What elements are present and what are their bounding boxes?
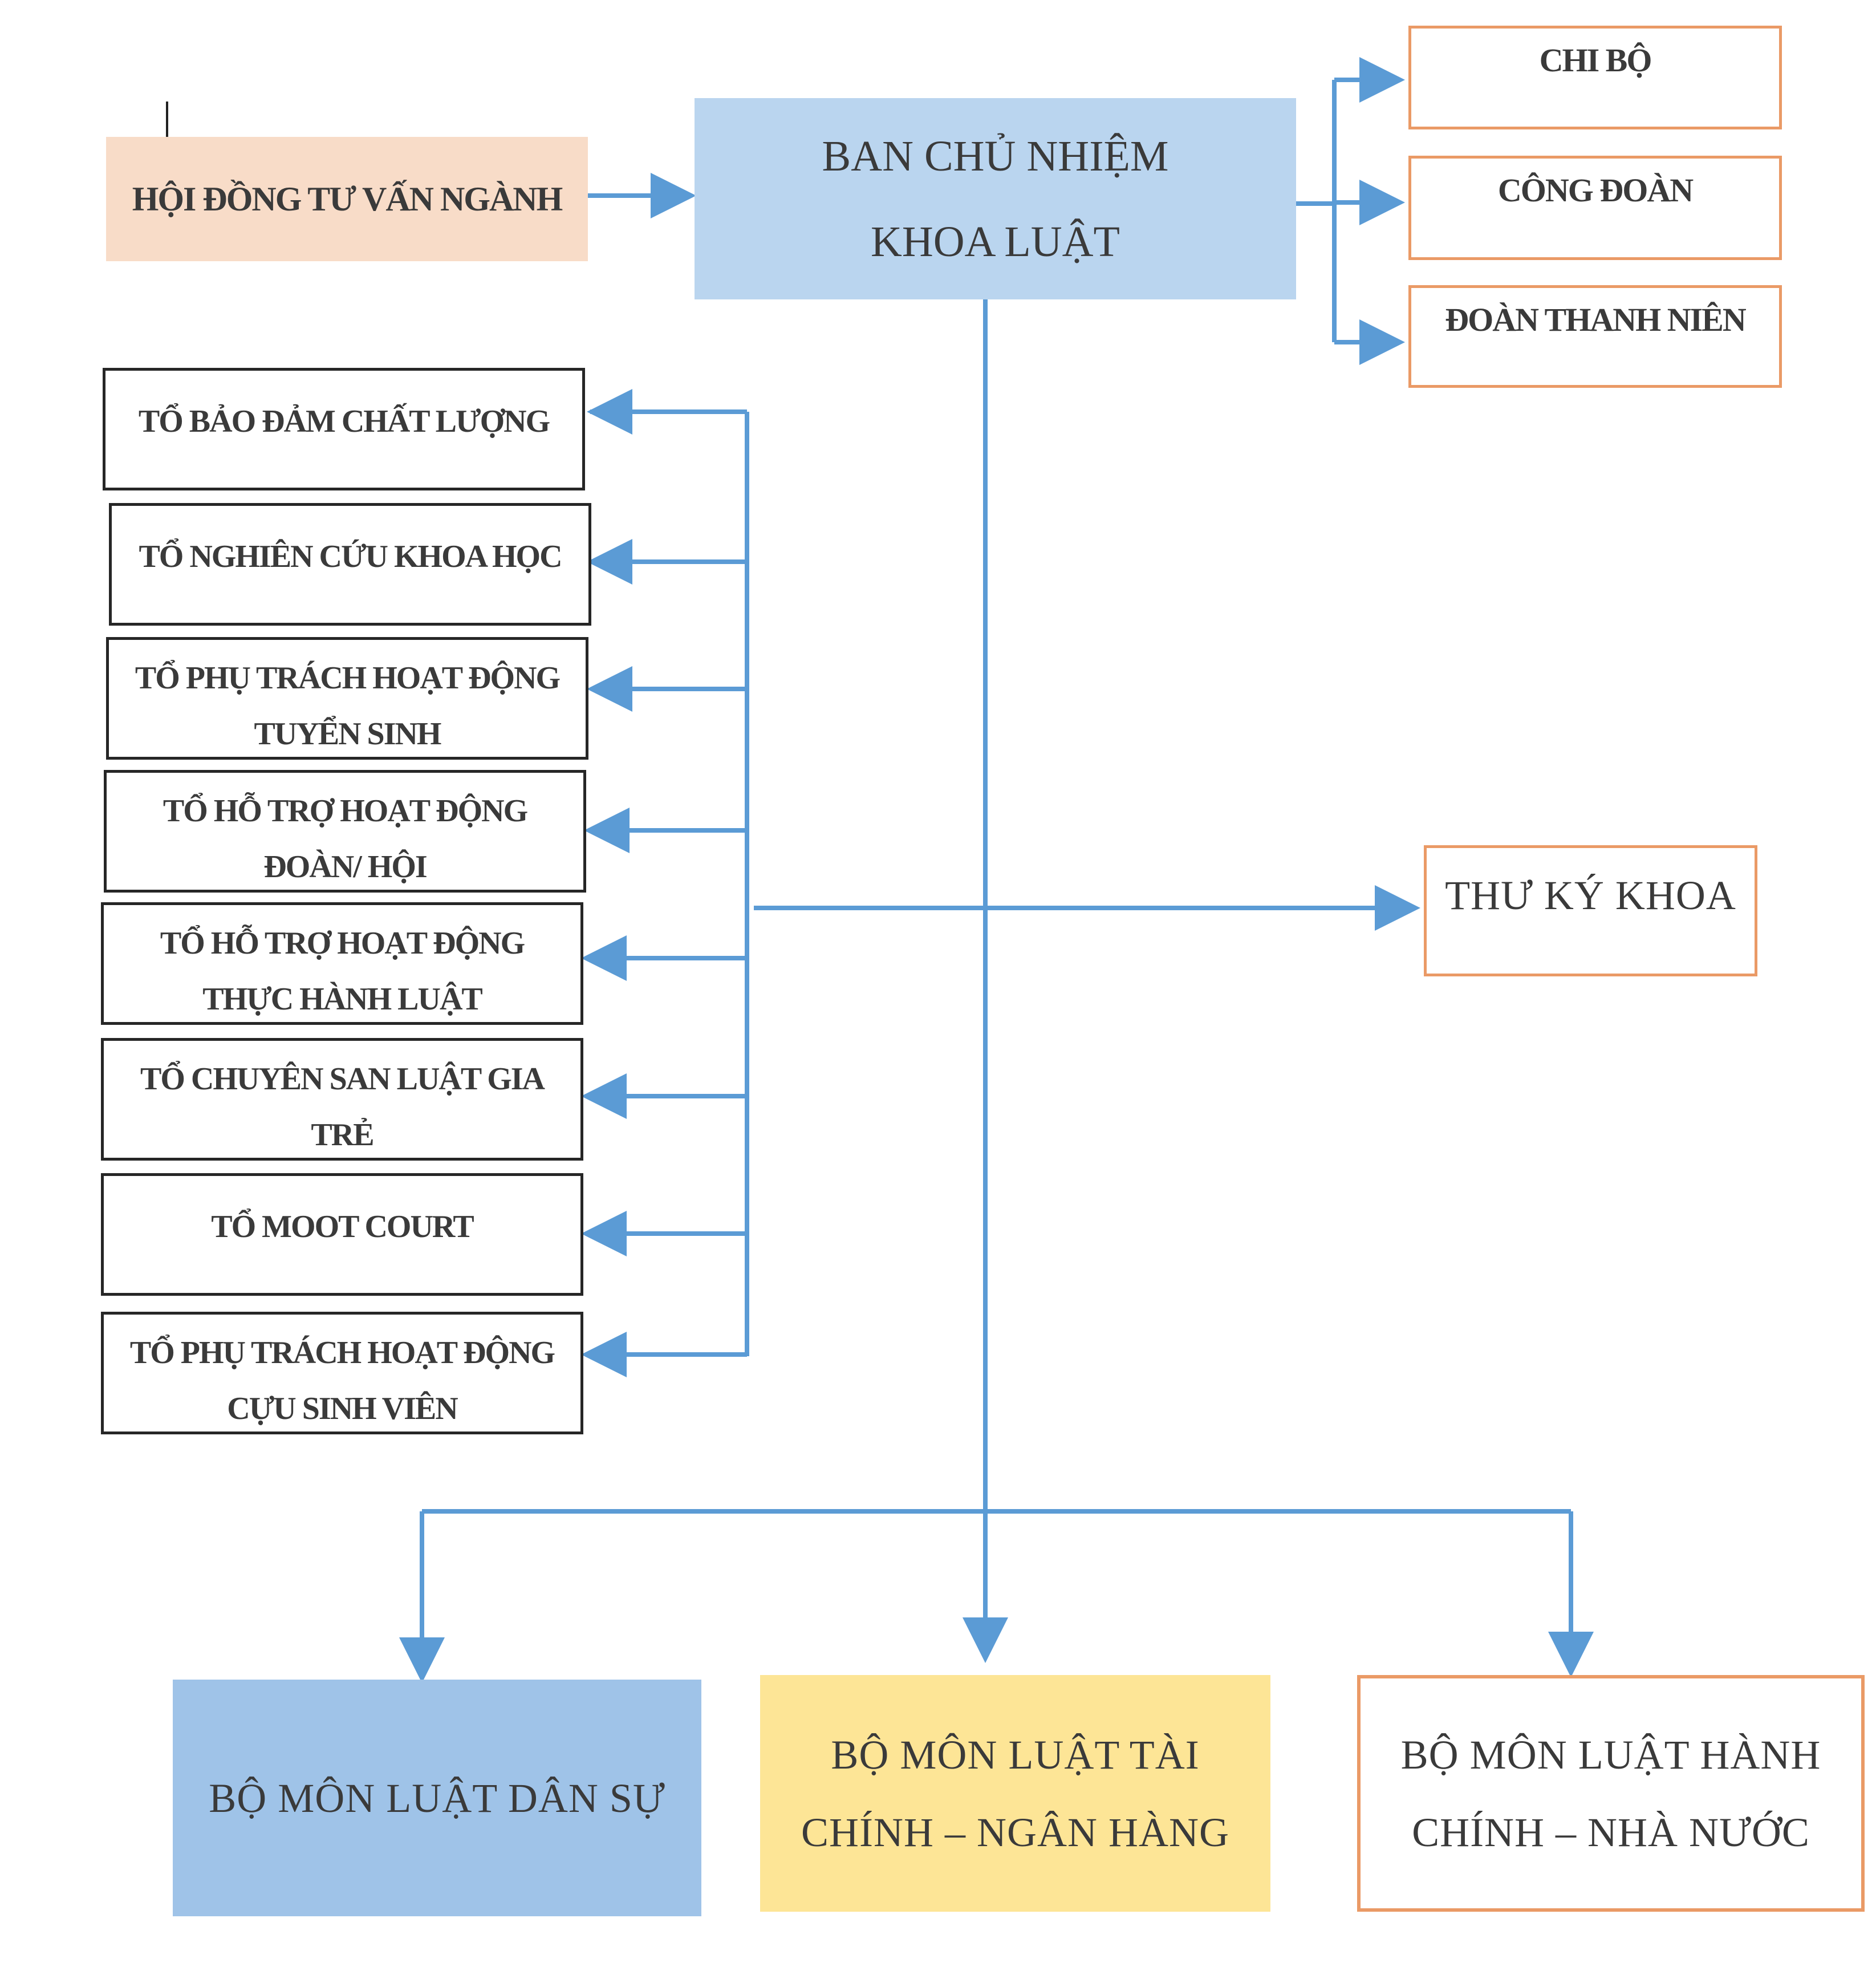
team-box-alumni: TỔ PHỤ TRÁCH HOẠT ĐỘNG CỰU SINH VIÊN — [101, 1312, 583, 1434]
team-label-line1: TỔ NGHIÊN CỨU KHOA HỌC — [139, 539, 562, 574]
department-civil-law-box: BỘ MÔN LUẬT DÂN SỰ — [173, 1680, 701, 1916]
doan-thanh-nien-label: ĐOÀN THANH NIÊN — [1445, 301, 1746, 338]
faculty-board-line1: BAN CHỦ NHIỆM — [822, 132, 1169, 180]
doan-thanh-nien-box: ĐOÀN THANH NIÊN — [1408, 285, 1782, 388]
team-box-union-support: TỔ HỖ TRỢ HOẠT ĐỘNG ĐOÀN/ HỘI — [104, 770, 586, 893]
team-box-quality-assurance: TỔ BẢO ĐẢM CHẤT LƯỢNG — [103, 368, 585, 490]
team-box-research: TỔ NGHIÊN CỨU KHOA HỌC — [109, 503, 591, 626]
advisory-council-label: HỘI ĐỒNG TƯ VẤN NGÀNH — [132, 180, 563, 218]
faculty-board-box: BAN CHỦ NHIỆM KHOA LUẬT — [695, 98, 1296, 299]
advisory-council-box: HỘI ĐỒNG TƯ VẤN NGÀNH — [106, 137, 588, 261]
faculty-secretary-label: THƯ KÝ KHOA — [1445, 873, 1736, 918]
team-label-line1: TỔ HỖ TRỢ HOẠT ĐỘNG — [160, 926, 525, 961]
team-label-line1: TỔ HỖ TRỢ HOẠT ĐỘNG — [163, 793, 528, 829]
team-label-line1: TỔ MOOT COURT — [211, 1209, 474, 1244]
department-label-line1: BỘ MÔN LUẬT TÀI — [831, 1731, 1200, 1778]
team-label-line2: TUYỂN SINH — [254, 716, 442, 752]
cong-doan-label: CÔNG ĐOÀN — [1497, 172, 1694, 209]
department-finance-banking-law-box: BỘ MÔN LUẬT TÀI CHÍNH – NGÂN HÀNG — [760, 1675, 1270, 1912]
department-label-line2: CHÍNH – NHÀ NƯỚC — [1412, 1809, 1810, 1855]
team-label-line1: TỔ BẢO ĐẢM CHẤT LƯỢNG — [138, 404, 550, 439]
department-label-line1: BỘ MÔN LUẬT DÂN SỰ — [209, 1775, 665, 1821]
department-label-line1: BỘ MÔN LUẬT HÀNH — [1400, 1731, 1821, 1778]
team-label-line1: TỔ CHUYÊN SAN LUẬT GIA — [140, 1061, 545, 1097]
team-label-line2: THỰC HÀNH LUẬT — [202, 982, 483, 1017]
cong-doan-box: CÔNG ĐOÀN — [1408, 156, 1782, 260]
chi-bo-box: CHI BỘ — [1408, 26, 1782, 129]
team-label-line2: CỰU SINH VIÊN — [227, 1391, 458, 1426]
team-label-line2: TRẺ — [311, 1117, 374, 1153]
team-box-admissions: TỔ PHỤ TRÁCH HOẠT ĐỘNG TUYỂN SINH — [106, 637, 588, 760]
team-label-line1: TỔ PHỤ TRÁCH HOẠT ĐỘNG — [129, 1335, 555, 1370]
faculty-secretary-box: THƯ KÝ KHOA — [1424, 845, 1757, 976]
chi-bo-label: CHI BỘ — [1539, 42, 1652, 79]
department-label-line2: CHÍNH – NGÂN HÀNG — [801, 1809, 1229, 1855]
faculty-board-line2: KHOA LUẬT — [871, 217, 1120, 266]
team-label-line1: TỔ PHỤ TRÁCH HOẠT ĐỘNG — [135, 660, 561, 696]
team-box-young-jurist-journal: TỔ CHUYÊN SAN LUẬT GIA TRẺ — [101, 1038, 583, 1161]
team-label-line2: ĐOÀN/ HỘI — [263, 849, 427, 885]
team-box-moot-court: TỔ MOOT COURT — [101, 1173, 583, 1296]
department-administrative-state-law-box: BỘ MÔN LUẬT HÀNH CHÍNH – NHÀ NƯỚC — [1357, 1675, 1865, 1912]
team-box-legal-practice: TỔ HỖ TRỢ HOẠT ĐỘNG THỰC HÀNH LUẬT — [101, 902, 583, 1025]
